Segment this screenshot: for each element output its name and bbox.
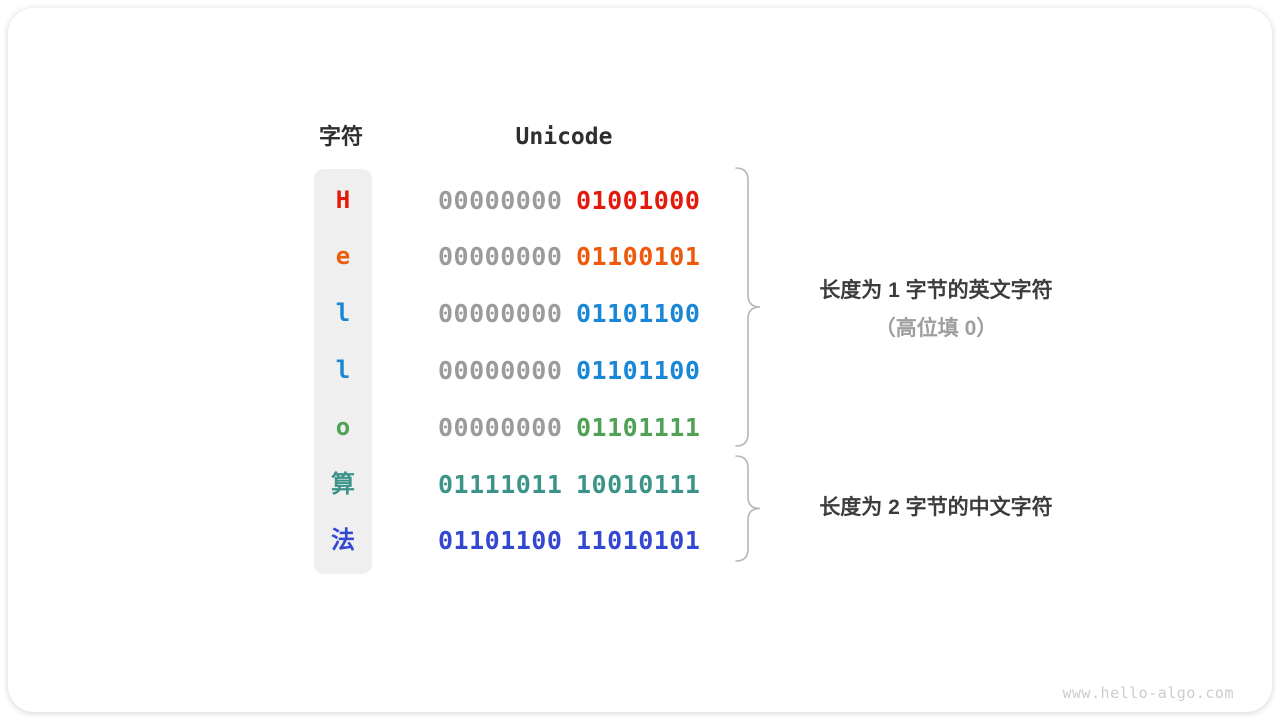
annotation-chinese-line1: 长度为 2 字节的中文字符 <box>819 496 1053 519</box>
char-column-background <box>314 169 372 574</box>
unicode-byte-high: 00000000 <box>438 355 563 385</box>
annotation-english-chars: 长度为 1 字节的英文字符 （高位填 0） <box>768 273 1104 349</box>
table-row: l 00000000 01101100 <box>8 285 1280 342</box>
annotation-chinese-chars: 长度为 2 字节的中文字符 <box>768 490 1104 526</box>
char-cell: 法 <box>331 526 355 555</box>
watermark-url: www.hello-algo.com <box>1062 684 1234 702</box>
figure-card: 字符 Unicode H 00000000 01001000 e 0000000… <box>8 8 1272 712</box>
annotation-english-line2: （高位填 0） <box>874 317 998 340</box>
unicode-byte-high: 00000000 <box>438 299 563 329</box>
table-row: 算 01111011 10010111 <box>8 456 1280 513</box>
table-row: l 00000000 01101100 <box>8 342 1280 399</box>
unicode-byte-high: 01101100 <box>438 526 563 556</box>
unicode-byte-low: 01101100 <box>576 355 701 385</box>
unicode-byte-low: 11010101 <box>576 526 701 556</box>
char-cell: H <box>335 185 351 214</box>
table-row: e 00000000 01100101 <box>8 228 1280 285</box>
table-row: o 00000000 01101111 <box>8 399 1280 456</box>
annotation-english-line1: 长度为 1 字节的英文字符 <box>819 279 1053 302</box>
unicode-byte-high: 00000000 <box>438 185 563 215</box>
unicode-byte-low: 01100101 <box>576 242 701 272</box>
char-cell: l <box>335 299 351 328</box>
char-cell: 算 <box>331 469 355 498</box>
unicode-byte-low: 01101100 <box>576 299 701 329</box>
unicode-column-header: Unicode <box>515 124 613 150</box>
table-row: H 00000000 01001000 <box>8 172 1280 229</box>
unicode-byte-high: 00000000 <box>438 412 563 442</box>
char-column-header: 字符 <box>318 124 363 149</box>
unicode-byte-low: 10010111 <box>576 469 701 499</box>
unicode-byte-high: 00000000 <box>438 242 563 272</box>
char-cell: e <box>335 242 351 271</box>
char-cell: l <box>335 355 351 384</box>
unicode-byte-high: 01111011 <box>438 469 563 499</box>
unicode-byte-low: 01101111 <box>576 412 701 442</box>
table-row: 法 01101100 11010101 <box>8 512 1280 569</box>
char-cell: o <box>335 412 351 441</box>
unicode-byte-low: 01001000 <box>576 185 701 215</box>
